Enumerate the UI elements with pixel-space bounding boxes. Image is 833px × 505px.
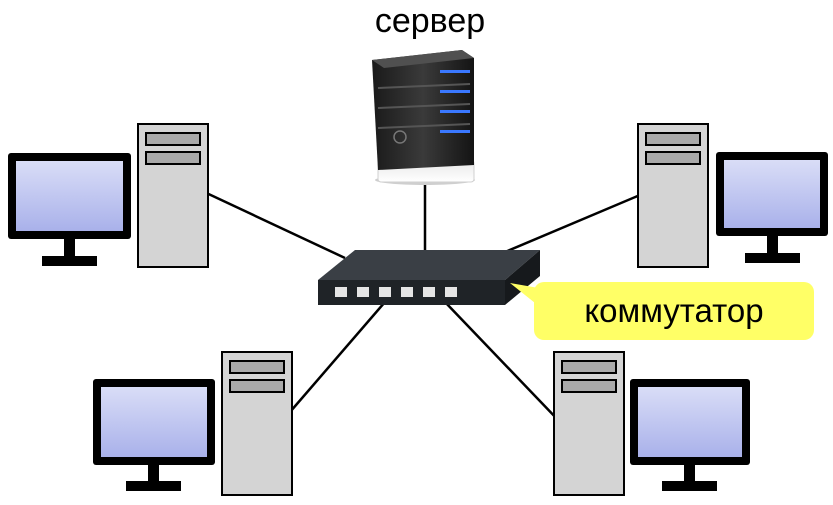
workstation-top-left [8,123,209,268]
computer-case-icon [637,123,709,268]
network-cables [199,183,641,423]
computer-case-icon [553,351,625,496]
switch-callout: коммутатор [534,282,814,340]
monitor-icon [630,379,750,491]
workstation-top-right [637,123,828,268]
cable-top-left [199,188,346,260]
server-label: сервер [374,2,486,40]
cable-bottom-left [289,301,386,413]
monitor-icon [8,153,131,266]
workstation-bottom-left [93,351,293,496]
monitor-icon [93,379,215,491]
server-icon [372,50,475,185]
monitor-icon [716,152,828,263]
cable-top-right [504,193,641,254]
workstation-bottom-right [553,351,750,496]
cable-bottom-right [444,301,561,423]
computer-case-icon [221,351,293,496]
switch-icon [318,250,540,305]
computer-case-icon [137,123,209,268]
